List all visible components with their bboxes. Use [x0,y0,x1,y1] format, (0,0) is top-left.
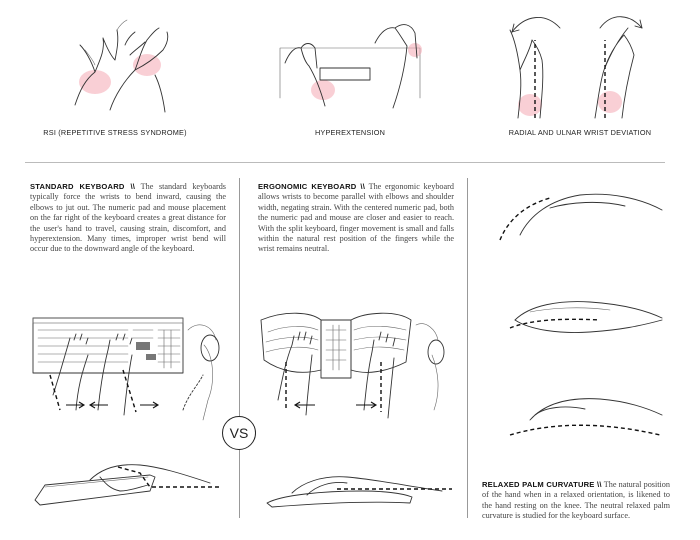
deviation-caption: RADIAL AND ULNAR WRIST DEVIATION [508,128,652,137]
arrow-right-icon [140,401,160,409]
curved-arrow-icon [511,17,561,33]
standard-side-view [34,464,220,506]
standard-keyboard-illustration [32,317,220,421]
ergonomic-heading: ERGONOMIC KEYBOARD \\ [258,182,366,191]
ergonomic-keyboard-text: ERGONOMIC KEYBOARD \\ The ergonomic keyb… [258,182,454,255]
relaxed-heading: RELAXED PALM CURVATURE \\ [482,480,602,489]
standard-body: The standard keyboards typically force t… [30,182,226,254]
ergonomic-side-view [266,476,452,508]
vertical-divider-left [239,178,240,518]
relaxed-palm-illustration-2 [509,301,663,333]
relaxed-palm-illustration-1 [499,193,663,241]
vs-badge: VS [222,416,256,450]
ergonomic-body: The ergonomic keyboard allows wrists to … [258,182,454,254]
deviation-illustration [509,16,643,119]
standard-keyboard-text: STANDARD KEYBOARD \\ The standard keyboa… [30,182,226,255]
hyperextension-illustration [279,24,422,109]
arrow-left-icon [293,401,315,409]
hyperextension-caption: HYPEREXTENSION [314,128,386,137]
horizontal-divider [25,162,665,163]
relaxed-body: The natural position of the hand when in… [482,480,670,521]
relaxed-palm-illustration-3 [509,398,663,436]
arrow-right-icon [66,401,86,409]
ergonomic-keyboard-illustration [260,312,445,419]
arrow-left-icon [88,401,108,409]
rsi-caption: RSI (REPETITIVE STRESS SYNDROME) [43,128,187,137]
rsi-illustration [74,19,169,113]
standard-heading: STANDARD KEYBOARD \\ [30,182,136,191]
relaxed-palm-text: RELAXED PALM CURVATURE \\ The natural po… [482,480,670,522]
arrow-right-icon [356,401,378,409]
vertical-divider-right [467,178,468,518]
vs-label: VS [229,425,249,441]
